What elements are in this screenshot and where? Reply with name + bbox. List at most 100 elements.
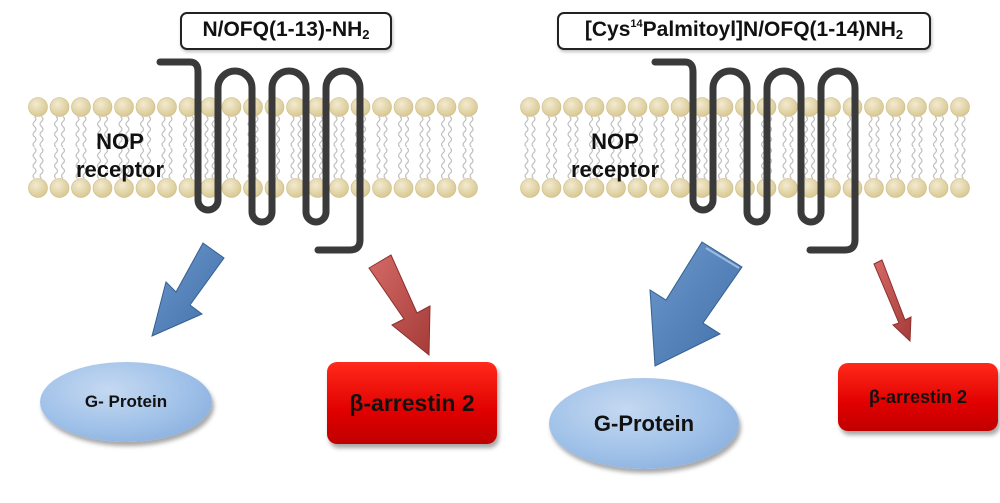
lipid-tail	[911, 147, 916, 179]
lipid-tail	[782, 147, 787, 179]
lipid-tail	[595, 116, 601, 148]
lipid-head	[778, 97, 798, 117]
lipid-tail	[939, 147, 945, 179]
receptor-label-left: NOP receptor	[75, 129, 165, 182]
lipid-tail	[311, 116, 317, 148]
lipid-tail	[631, 147, 637, 179]
lipid-head	[415, 178, 435, 198]
lipid-tail	[447, 116, 453, 148]
lipid-tail	[225, 147, 231, 179]
lipid-tail	[404, 116, 410, 148]
lipid-tail	[161, 116, 166, 148]
lipid-head	[92, 178, 113, 198]
lipid-tail	[681, 116, 687, 148]
lipid-tail	[832, 147, 837, 179]
lipid-tail	[60, 116, 66, 148]
lipid-tail	[419, 147, 424, 179]
lipid-tail	[681, 147, 687, 179]
arrestin-arrow-left	[368, 254, 431, 357]
lipid-head	[907, 97, 927, 117]
lipid-tail	[939, 116, 945, 148]
lipid-tail	[469, 116, 474, 148]
lipid-tail	[825, 116, 830, 148]
receptor-right	[651, 58, 859, 254]
lipid-tail	[168, 147, 173, 179]
lipid-head	[157, 178, 177, 198]
lipid-tail	[318, 147, 324, 179]
lipid-tail	[660, 116, 665, 148]
lipid-head	[329, 97, 349, 117]
lipid-tail	[803, 147, 809, 179]
lipid-tail	[717, 147, 723, 179]
lipid-tail	[75, 116, 80, 148]
lipid-head	[329, 178, 349, 198]
lipid-tail	[125, 116, 130, 148]
lipid-tail	[53, 116, 59, 148]
lipid-tail	[724, 116, 730, 148]
lipid-tail	[397, 147, 403, 179]
lipid-tail	[404, 147, 410, 179]
lipid-tail	[531, 147, 536, 179]
lipid-tail	[638, 147, 644, 179]
lipid-tail	[896, 116, 902, 148]
lipid-tail	[361, 116, 367, 148]
lipid-tail	[139, 147, 145, 179]
lipid-tail	[139, 116, 145, 148]
lipid-tail	[889, 116, 895, 148]
lipid-head	[372, 178, 392, 198]
lipid-tail	[911, 116, 916, 148]
lipid-tail	[161, 147, 166, 179]
lipid-tail	[674, 147, 680, 179]
lipid-tail	[617, 147, 622, 179]
lipid-tail	[376, 147, 381, 179]
lipid-tail	[653, 147, 658, 179]
lipid-tail	[232, 116, 238, 148]
lipid-tail	[631, 116, 637, 148]
lipid-tail	[376, 116, 381, 148]
lipid-tail	[75, 147, 80, 179]
lipid-tail	[810, 147, 816, 179]
arrestin-right: β-arrestin 2	[838, 363, 998, 431]
lipid-head	[627, 178, 648, 198]
lipid-tail	[595, 147, 601, 179]
lipid-tail	[275, 116, 281, 148]
lipid-tail	[617, 116, 622, 148]
lipid-tail	[311, 147, 317, 179]
lipid-tail	[333, 147, 338, 179]
lipid-tail	[440, 116, 446, 148]
lipid-tail	[789, 147, 794, 179]
lipid-head	[49, 178, 70, 198]
lipid-tail	[118, 116, 123, 148]
lipid-head	[864, 97, 884, 117]
lipid-tail	[232, 147, 238, 179]
lipid-tail	[333, 116, 338, 148]
lipid-head	[436, 178, 457, 198]
lipid-head	[563, 97, 583, 117]
lipid-tail	[82, 147, 87, 179]
lipid-head	[606, 97, 626, 117]
lipid-head	[950, 97, 970, 117]
lipid-tail	[211, 147, 216, 179]
lipid-tail	[211, 116, 216, 148]
lipid-tail	[383, 147, 388, 179]
lipid-head	[864, 178, 884, 198]
lipid-tail	[318, 116, 324, 148]
lipid-tail	[961, 116, 966, 148]
lipid-tail	[531, 116, 536, 148]
lipid-tail	[204, 116, 209, 148]
lipid-tail	[189, 147, 195, 179]
lipid-tail	[588, 147, 594, 179]
lipid-tail	[896, 147, 902, 179]
lipid-tail	[545, 147, 551, 179]
lipid-tail	[419, 116, 424, 148]
lipid-tail	[918, 147, 923, 179]
lipid-head	[541, 97, 562, 117]
g-protein-left: G- Protein	[40, 362, 212, 442]
lipid-tail	[674, 116, 680, 148]
lipid-tail	[610, 116, 615, 148]
lipid-head	[458, 178, 478, 198]
lipid-tail	[954, 116, 959, 148]
lipid-head	[372, 97, 392, 117]
